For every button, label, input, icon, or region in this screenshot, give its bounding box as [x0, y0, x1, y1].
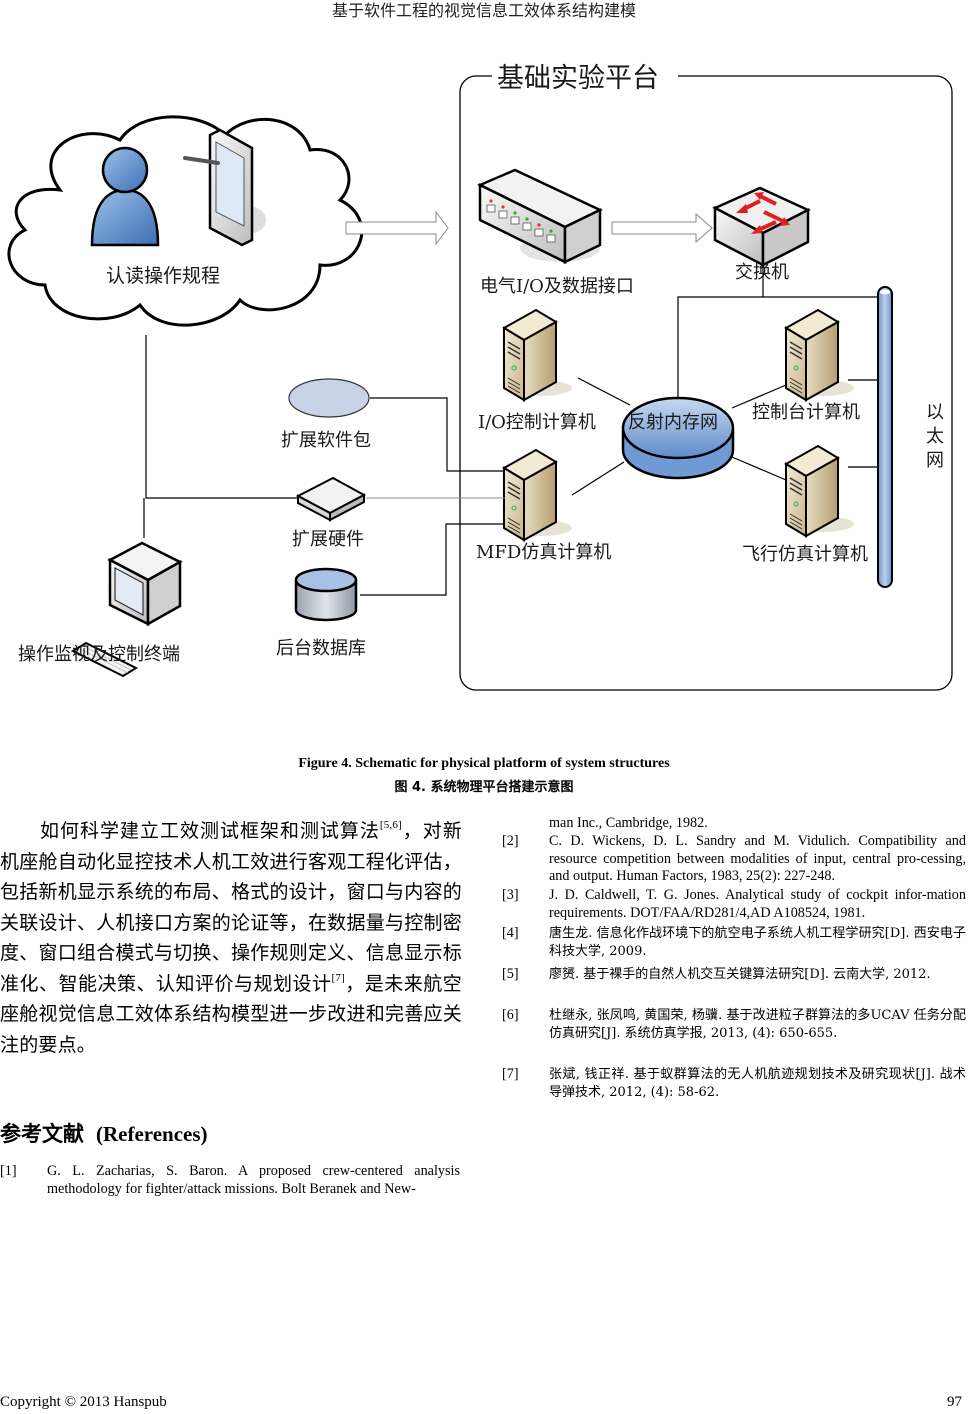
references-heading-en: (References): [96, 1122, 208, 1146]
body-text-1: 如何科学建立工效测试框架和测试算法: [40, 820, 380, 842]
terminal-computer-icon: [70, 541, 183, 678]
ext-software-icon: [288, 378, 370, 418]
reference-item: [1] G. L. Zacharias, S. Baron. A propose…: [0, 1163, 460, 1198]
reference-number: [1]: [0, 1163, 17, 1179]
io-control-server-icon: [503, 309, 573, 401]
reference-text: 杜继永, 张凤鸣, 黄国荣, 杨骥. 基于改进粒子群算法的多UCAV 任务分配仿…: [549, 1008, 966, 1041]
page-number: 97: [947, 1394, 962, 1410]
ethernet-bus: [877, 286, 893, 588]
reference-item: [4] 唐生龙. 信息化作战环境下的航空电子系统人机工程学研究[D]. 西安电子…: [502, 925, 966, 960]
reference-number: [4]: [502, 925, 519, 941]
copyright-notice: Copyright © 2013 Hanspub: [0, 1394, 167, 1410]
console-server-icon: [785, 309, 855, 401]
reference-number: [5]: [502, 966, 519, 982]
reference-number: [3]: [502, 887, 519, 903]
arrow-right-icon: [345, 210, 449, 246]
io-interface-device: [477, 168, 603, 265]
mfd-computer-label: MFD仿真计算机: [476, 542, 611, 563]
cloud-shape: [7, 115, 364, 327]
switch-label: 交换机: [735, 262, 789, 283]
platform-frame: [459, 75, 953, 691]
switch-arrows-icon: [736, 192, 790, 234]
switch-device: [712, 186, 811, 268]
reference-number: [2]: [502, 833, 519, 849]
person-icon: [90, 146, 160, 247]
terminal-label: 操作监视及控制终端: [18, 644, 180, 665]
flight-computer-label: 飞行仿真计算机: [742, 544, 868, 565]
platform-title: 基础实验平台: [497, 63, 659, 94]
body-text-3: ，是未来航空座舱视觉信息工效体系结构模型进一步改进和完善应关注的要点。: [0, 972, 462, 1056]
citation-link[interactable]: [5,6]: [379, 819, 402, 831]
references-heading-zh: 参考文献: [0, 1121, 84, 1146]
ethernet-label-3: 网: [926, 450, 944, 471]
references-heading: 参考文献 (References): [0, 1118, 208, 1148]
reference-item: [6] 杜继永, 张凤鸣, 黄国荣, 杨骥. 基于改进粒子群算法的多UCAV 任…: [502, 1007, 966, 1042]
reference-number: [7]: [502, 1066, 519, 1082]
reference-item: [2] C. D. Wickens, D. L. Sandry and M. V…: [502, 833, 966, 886]
database-label: 后台数据库: [276, 638, 366, 659]
reference-number: [6]: [502, 1007, 519, 1023]
arrow-right-icon: [611, 212, 713, 244]
reference-item: man Inc., Cambridge, 1982.: [502, 815, 966, 833]
reference-text: C. D. Wickens, D. L. Sandry and M. Vidul…: [549, 833, 966, 884]
ext-hardware-icon: [295, 476, 367, 522]
io-computer-label: I/O控制计算机: [478, 412, 596, 433]
ext-software-label: 扩展软件包: [281, 430, 371, 451]
body-text-2: ，对新机座舱自动化显控技术人机工效进行客观工程化评估，包括新机显示系统的布局、格…: [0, 820, 462, 995]
reference-text: J. D. Caldwell, T. G. Jones. Analytical …: [549, 887, 966, 921]
reference-item: [5] 廖赟. 基于裸手的自然人机交互关键算法研究[D]. 云南大学, 2012…: [502, 966, 966, 984]
system-platform-diagram: 基础实验平台 认读操作规程 电气I/O及数据接口: [7, 60, 953, 691]
reference-text: 张斌, 钱正祥. 基于蚁群算法的无人机航迹规划技术及研究现状[J]. 战术导弹技…: [549, 1067, 966, 1100]
flight-server-icon: [785, 445, 855, 537]
reference-text: 廖赟. 基于裸手的自然人机交互关键算法研究[D]. 云南大学, 2012.: [549, 967, 931, 982]
ethernet-label-1: 以: [926, 402, 944, 423]
reflective-memory-disk: [621, 396, 735, 480]
io-interface-label: 电气I/O及数据接口: [480, 276, 634, 297]
figure-caption-en: Figure 4. Schematic for physical platfor…: [298, 756, 670, 771]
mfd-server-icon: [503, 449, 573, 541]
citation-link[interactable]: [7]: [331, 971, 345, 984]
ethernet-label-2: 太: [926, 426, 944, 447]
reference-text: 唐生龙. 信息化作战环境下的航空电子系统人机工程学研究[D]. 西安电子科技大学…: [549, 926, 966, 959]
tablet-icon: [183, 128, 266, 247]
ext-hardware-label: 扩展硬件: [292, 529, 364, 550]
running-head: 基于软件工程的视觉信息工效体系结构建模: [331, 1, 636, 20]
reference-text: man Inc., Cambridge, 1982.: [549, 815, 708, 831]
reference-item: [7] 张斌, 钱正祥. 基于蚁群算法的无人机航迹规划技术及研究现状[J]. 战…: [502, 1066, 966, 1101]
console-computer-label: 控制台计算机: [752, 402, 860, 423]
body-paragraph: 如何科学建立工效测试框架和测试算法[5,6]，对新机座舱自动化显控技术人机工效进…: [0, 816, 462, 1060]
database-icon: [294, 567, 358, 622]
reflective-memory-label: 反射内存网: [628, 412, 718, 433]
cloud-label: 认读操作规程: [106, 265, 220, 287]
figure-caption-zh: 图 4. 系统物理平台搭建示意图: [394, 780, 574, 795]
reference-text: G. L. Zacharias, S. Baron. A proposed cr…: [47, 1163, 460, 1197]
reference-item: [3] J. D. Caldwell, T. G. Jones. Analyti…: [502, 887, 966, 922]
